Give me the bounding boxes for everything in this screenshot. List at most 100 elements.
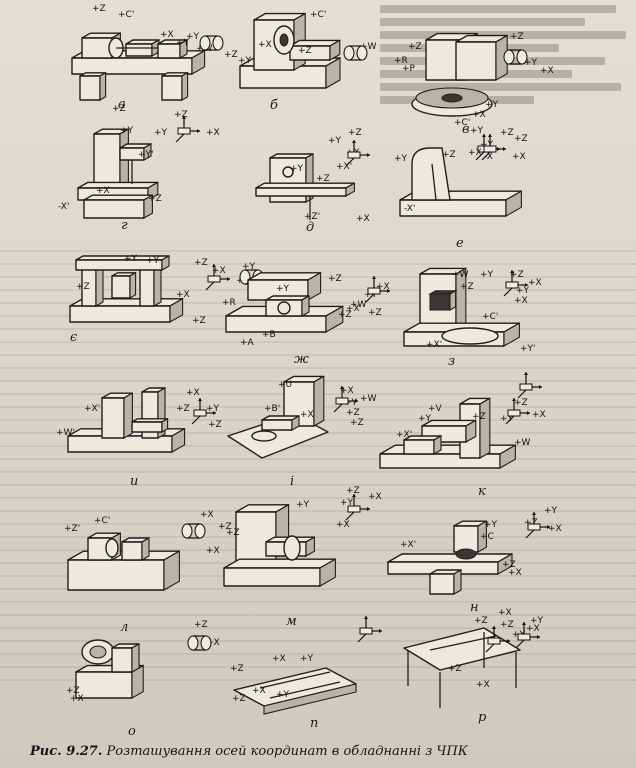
machine-drawing-b <box>230 6 360 116</box>
axis-label: +Z <box>230 664 244 674</box>
axis-label: +Z <box>218 522 232 532</box>
axis-label: +Y <box>470 126 484 136</box>
axis-label: +X <box>206 638 220 648</box>
figure-label-ye: є <box>70 330 78 345</box>
machine-drawing-d <box>250 150 360 230</box>
axis-label: +X <box>200 510 214 520</box>
axis-label: +Z <box>194 620 208 630</box>
axis-label: +X <box>96 186 110 196</box>
machine-drawing-y <box>62 384 188 480</box>
axis-label: +C' <box>310 10 327 20</box>
axis-triad-icon <box>340 140 370 167</box>
axis-label: +X <box>70 694 84 704</box>
axis-label: +R <box>222 298 236 308</box>
axis-label: +C <box>480 532 494 542</box>
axis-label: +Y <box>290 164 304 174</box>
axis-label: +Z <box>442 150 456 160</box>
axis-label: +Y <box>480 270 494 280</box>
axis-label: +X <box>206 128 220 138</box>
machine-drawing-o <box>68 632 158 718</box>
axis-label: +Y <box>146 256 160 266</box>
axis-label: +Z <box>112 104 126 114</box>
figure-label-l: л <box>120 620 129 635</box>
axis-label: +X' <box>336 162 353 172</box>
axis-label: +A <box>240 338 254 348</box>
machine-drawing-a <box>62 14 212 110</box>
axis-label: +X <box>206 546 220 556</box>
axis-label: +X <box>258 40 272 50</box>
axis-label: +X <box>540 66 554 76</box>
machine-drawing-i <box>224 374 344 474</box>
axis-label: +X <box>526 624 540 634</box>
axis-label: +Y <box>340 498 354 508</box>
axis-triad-icon <box>352 616 382 643</box>
axis-label: +W <box>514 438 531 448</box>
axis-label: +X <box>512 152 526 162</box>
axis-label: +Y <box>344 398 358 408</box>
axis-label: +Z <box>224 50 238 60</box>
axis-label: +Z <box>148 194 162 204</box>
axis-triad-icon <box>186 398 216 425</box>
machine-drawing-z <box>396 264 526 374</box>
axis-label: +Y <box>516 286 530 296</box>
axis-label: +V <box>428 404 442 414</box>
axis-label: +Y <box>242 262 256 272</box>
axis-label: +Y <box>296 500 310 510</box>
figure-label-k: к <box>478 484 486 499</box>
machine-drawing-p <box>230 660 360 715</box>
axis-label: +Z <box>514 134 528 144</box>
axis-label: +X <box>340 386 354 396</box>
axis-label: +Y <box>544 506 558 516</box>
axis-triad-icon <box>500 44 530 70</box>
axis-label: +Y <box>485 100 499 110</box>
axis-label: +Y <box>276 284 290 294</box>
axis-label: +Z <box>514 398 528 408</box>
axis-label: +X <box>528 278 542 288</box>
axis-label: +X <box>336 520 350 530</box>
axis-triad-icon <box>340 40 370 66</box>
axis-label: +Z <box>176 404 190 414</box>
axis-label: +Z <box>448 664 462 674</box>
axis-label: +X' <box>84 404 101 414</box>
figure-label-g: г <box>121 218 128 233</box>
axis-label: +Z' <box>304 212 321 222</box>
axis-triad-icon <box>520 512 550 539</box>
axis-label: +C' <box>454 118 471 128</box>
axis-triad-icon <box>178 518 208 544</box>
axis-label: +X <box>252 686 266 696</box>
axis-label: +Z' <box>64 524 81 534</box>
axis-label: +Z <box>510 32 524 42</box>
axis-label: +X <box>356 214 370 224</box>
axis-label: +W' <box>56 428 75 438</box>
axis-triad-icon <box>498 270 528 297</box>
axis-label: +Y <box>328 136 342 146</box>
axis-label: +W <box>360 42 377 52</box>
machine-drawing-ye <box>62 252 188 342</box>
axis-label: +Z <box>208 420 222 430</box>
axis-label: +Z <box>510 270 524 280</box>
axis-label: +C' <box>118 10 135 20</box>
axis-label: +Z <box>66 686 80 696</box>
axis-label: +Z <box>460 282 474 292</box>
axis-label: +C' <box>94 516 111 526</box>
figure-label-m: м <box>286 614 297 629</box>
axis-label: -X <box>484 152 493 162</box>
axis-triad-icon <box>328 386 358 413</box>
axis-label: +X <box>186 388 200 398</box>
axis-label: +W <box>360 394 377 404</box>
axis-label: +Z <box>350 418 364 428</box>
axis-label: +Y <box>120 126 134 136</box>
axis-label: +Y <box>176 38 190 48</box>
axis-label: +Y <box>530 616 544 626</box>
machine-drawing-m <box>220 502 337 606</box>
axis-label: +Y <box>524 58 538 68</box>
axis-label: +X <box>532 410 546 420</box>
axis-label: +X <box>160 30 174 40</box>
axis-label: +Z <box>328 274 342 284</box>
machine-drawing-zh <box>218 262 348 358</box>
axis-label: +Z <box>174 110 188 120</box>
axis-label: +X <box>498 608 512 618</box>
axis-triad-icon <box>200 264 230 291</box>
axis-triad-icon <box>480 626 510 653</box>
machine-drawing-n <box>384 512 524 608</box>
